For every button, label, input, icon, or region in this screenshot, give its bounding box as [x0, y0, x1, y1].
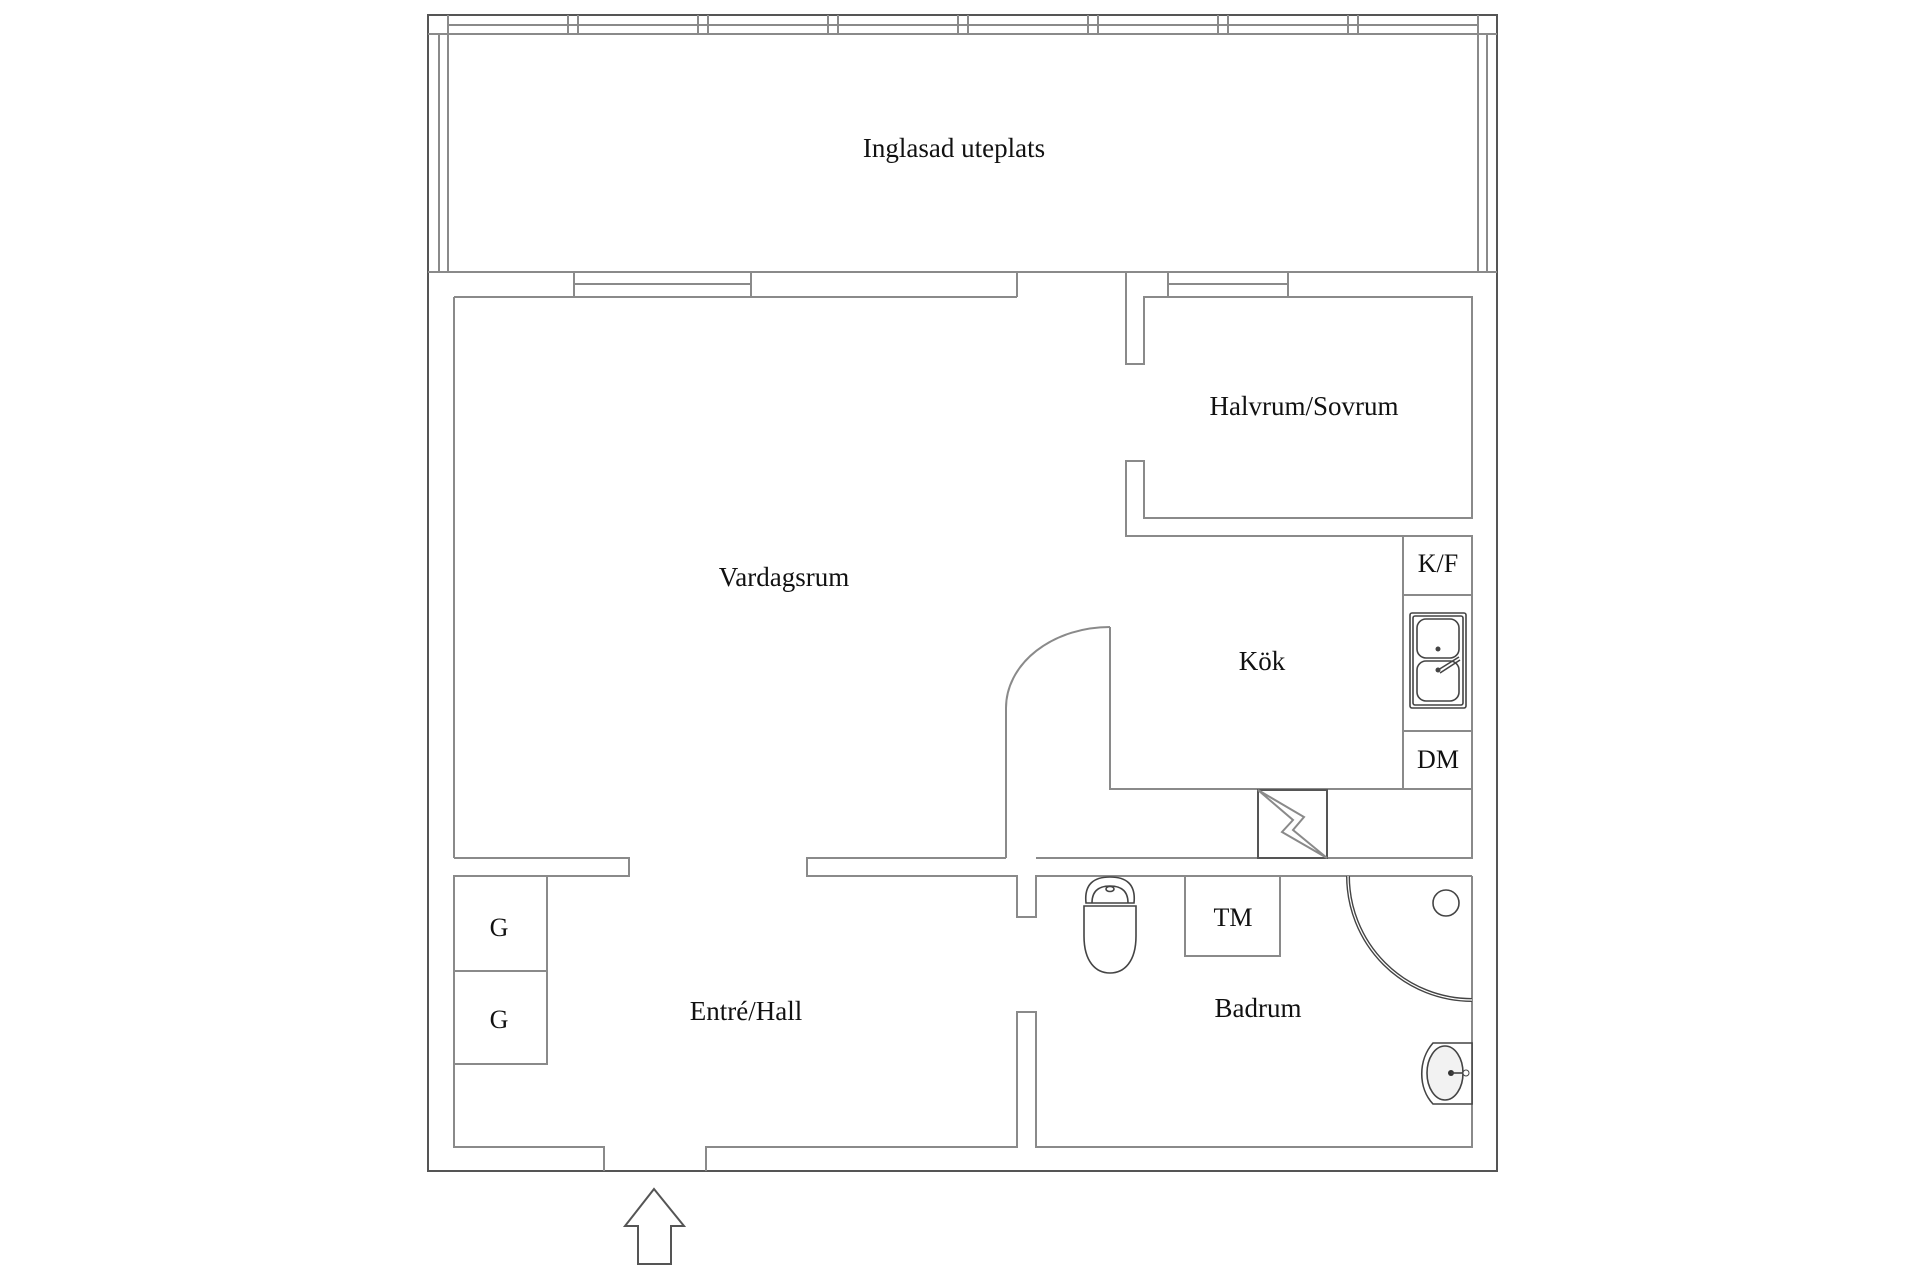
- glazed-terrace: [428, 15, 1497, 273]
- room-label-living: Vardagsrum: [719, 562, 849, 592]
- chimney-icon: [1257, 789, 1328, 859]
- fixture-label-fridge-freezer: K/F: [1418, 549, 1458, 578]
- fixture-label-wardrobe-2: G: [490, 1005, 509, 1034]
- room-label-bedroom: Halvrum/Sovrum: [1210, 391, 1399, 421]
- washbasin-icon: [1421, 1042, 1473, 1105]
- fixture-label-washing-machine: TM: [1214, 903, 1253, 932]
- entrance-arrow-icon: [622, 1187, 687, 1265]
- shower-icon: [1346, 875, 1473, 1002]
- kitchen: [1005, 535, 1473, 859]
- bedroom-window: [1167, 272, 1289, 297]
- living-hall-wall: [454, 857, 1472, 918]
- washing-machine-box: [1184, 875, 1281, 957]
- wardrobe-2: [453, 970, 548, 1065]
- room-label-hall: Entré/Hall: [690, 996, 802, 1026]
- room-label-kitchen: Kök: [1239, 646, 1286, 676]
- terrace-mullions: [567, 15, 1359, 34]
- toilet-icon: [1083, 876, 1137, 974]
- fixture-label-wardrobe-1: G: [490, 913, 509, 942]
- outer-walls: [427, 14, 1498, 1172]
- kitchen-door-arc: [1005, 626, 1111, 858]
- kitchen-counter: [1402, 535, 1473, 790]
- living-window: [573, 272, 752, 297]
- fixture-label-dishwasher: DM: [1417, 745, 1459, 774]
- bathroom: [1035, 875, 1473, 1148]
- north-wall: [454, 272, 1473, 537]
- room-label-bathroom: Badrum: [1215, 993, 1302, 1023]
- room-label-terrace: Inglasad uteplats: [863, 133, 1045, 163]
- sink-icon: [1409, 612, 1467, 709]
